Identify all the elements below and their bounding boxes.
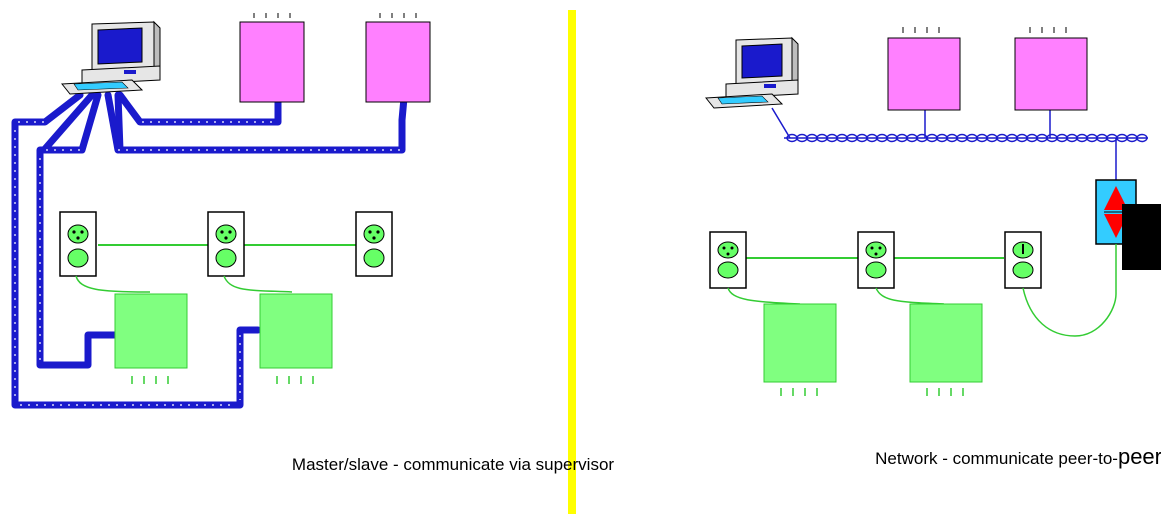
network-computer — [705, 36, 799, 109]
outlet-3 — [355, 211, 393, 277]
device-1 — [114, 293, 188, 384]
network-router-link — [1022, 244, 1117, 337]
outlet-1 — [59, 211, 97, 277]
pigtail-1 — [75, 275, 151, 293]
network-outlet-1 — [709, 231, 747, 289]
outlet-2 — [207, 211, 245, 277]
right-caption-prefix: Network - communicate peer-to- — [875, 449, 1118, 468]
pigtail-2 — [223, 275, 293, 293]
network-device-1 — [763, 303, 837, 396]
left-caption: Master/slave - communicate via superviso… — [292, 455, 615, 474]
master-slave-bus — [11, 91, 408, 409]
supervisor-computer — [61, 20, 161, 95]
right-panel: Network - communicate peer-to-peer — [705, 27, 1161, 469]
edge-block — [1122, 204, 1161, 270]
network-device-2 — [909, 303, 983, 396]
controller-2 — [365, 13, 431, 103]
right-caption: Network - communicate peer-to-peer — [875, 444, 1161, 469]
network-controller-2 — [1014, 27, 1088, 111]
bus-chain-links — [14, 121, 400, 406]
controller-1 — [239, 13, 305, 103]
panel-divider — [568, 10, 576, 514]
network-outlet-2 — [857, 231, 895, 289]
network-outlet-3 — [1004, 231, 1042, 289]
network-pigtail-1 — [727, 287, 801, 305]
computer-bus-drop — [771, 107, 791, 139]
left-panel: Master/slave - communicate via superviso… — [11, 13, 615, 474]
network-controller-1 — [887, 27, 961, 111]
network-bus — [784, 133, 1148, 143]
device-2 — [259, 293, 333, 384]
right-caption-suffix: peer — [1118, 444, 1161, 469]
network-pigtail-2 — [875, 287, 945, 305]
bus-ring — [1136, 133, 1148, 143]
